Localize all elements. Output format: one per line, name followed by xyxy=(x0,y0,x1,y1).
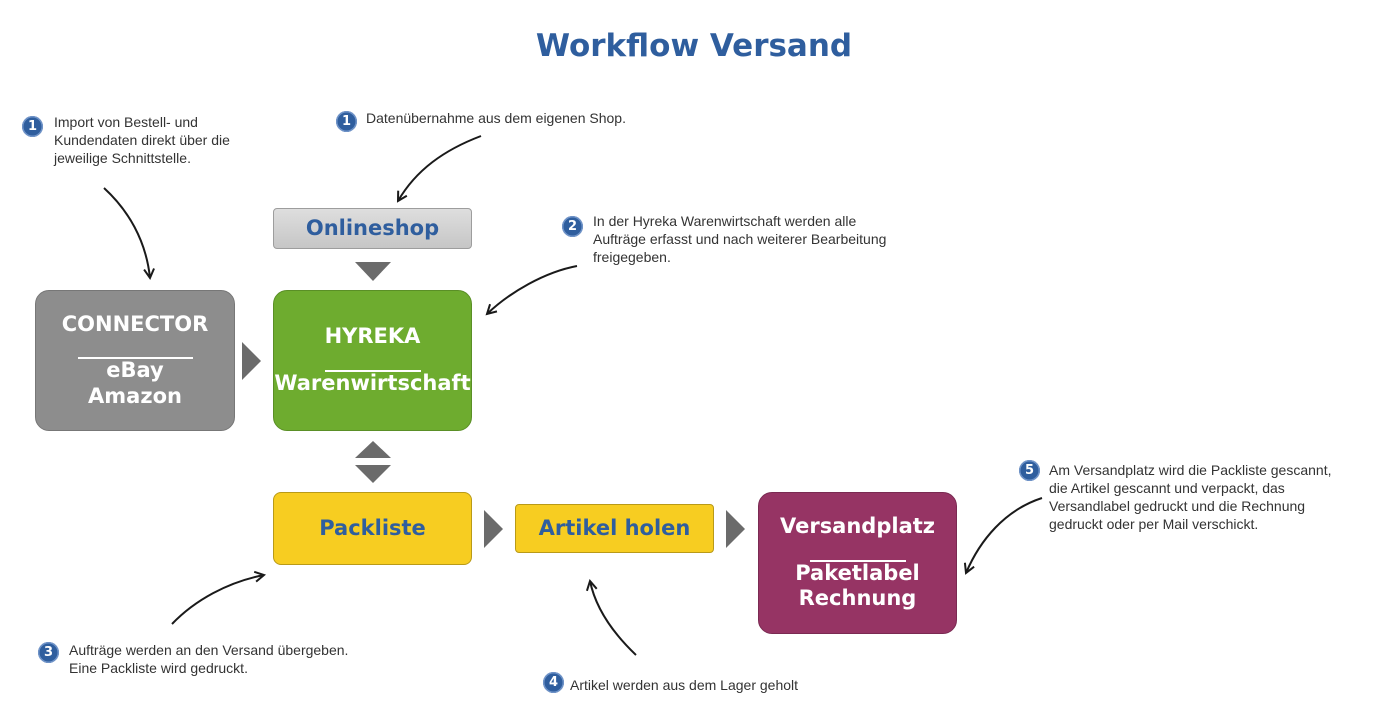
artikel-holen-label: Artikel holen xyxy=(538,515,691,540)
note-versandplatz: Am Versandplatz wird die Packliste gesca… xyxy=(1049,461,1331,533)
connector-separator: ____________ xyxy=(78,335,193,360)
note-import-line2: Kundendaten direkt über die xyxy=(54,132,230,148)
arrow-datenuebernahme-to-onlineshop xyxy=(398,135,482,201)
arrow-note2-to-hyreka xyxy=(487,265,578,314)
note-versandplatz-line3: Versandlabel gedruckt und die Rechnung xyxy=(1049,498,1306,514)
note-lager-line1: Artikel werden aus dem Lager geholt xyxy=(570,677,799,693)
note-import-line3: jeweilige Schnittstelle. xyxy=(54,150,191,166)
versandplatz-paketlabel: Paketlabel xyxy=(795,560,920,585)
arrow-import-to-connector xyxy=(103,187,150,278)
diagram-title: Workflow Versand xyxy=(535,28,853,64)
arrow-note4-to-artikel xyxy=(590,581,637,656)
note-import: Import von Bestell- und Kundendaten dire… xyxy=(54,113,230,167)
packliste-label: Packliste xyxy=(319,515,426,540)
hyreka-separator: __________ xyxy=(325,348,421,372)
step-badge-5: 5 xyxy=(1019,460,1040,481)
arrow-note3-to-packliste xyxy=(171,575,264,625)
onlineshop-box: Onlineshop xyxy=(273,208,472,249)
step-badge-3: 3 xyxy=(38,642,59,663)
hyreka-box: HYREKA __________ Warenwirtschaft xyxy=(273,290,472,431)
triangle-artikel-to-versandplatz xyxy=(726,510,745,548)
note-versand: Aufträge werden an den Versand übergeben… xyxy=(69,641,348,677)
connector-amazon: Amazon xyxy=(88,383,182,408)
step-badge-4: 4 xyxy=(543,672,564,693)
triangle-packliste-to-artikel xyxy=(484,510,503,548)
note-versandplatz-line2: die Artikel gescannt und verpackt, das xyxy=(1049,480,1285,496)
artikel-holen-box: Artikel holen xyxy=(515,504,714,553)
note-versand-line1: Aufträge werden an den Versand übergeben… xyxy=(69,642,349,658)
step-badge-1a: 1 xyxy=(22,116,43,137)
note-hyreka-line2: Aufträge erfasst und nach weiterer Bearb… xyxy=(593,231,887,247)
versandplatz-box: Versandplatz __________ Paketlabel Rechn… xyxy=(758,492,957,634)
step-badge-1b: 1 xyxy=(336,111,357,132)
triangle-hyreka-up xyxy=(355,441,391,458)
packliste-box: Packliste xyxy=(273,492,472,565)
versandplatz-separator: __________ xyxy=(810,537,906,562)
connector-ebay: eBay xyxy=(106,358,164,383)
note-datenuebernahme-line1: Datenübernahme aus dem eigenen Shop. xyxy=(366,110,626,126)
note-versand-line2: Eine Packliste wird gedruckt. xyxy=(69,660,248,676)
hyreka-subtitle: Warenwirtschaft xyxy=(274,371,471,395)
note-hyreka-line1: In der Hyreka Warenwirtschaft werden all… xyxy=(593,213,857,229)
connector-box: CONNECTOR ____________ eBay Amazon xyxy=(35,290,235,431)
triangle-connector-to-hyreka xyxy=(242,342,261,380)
note-import-line1: Import von Bestell- und xyxy=(54,114,198,130)
note-hyreka-line3: freigegeben. xyxy=(593,249,671,265)
note-versandplatz-line4: gedruckt oder per Mail verschickt. xyxy=(1049,516,1259,532)
step-badge-2: 2 xyxy=(562,216,583,237)
note-versandplatz-line1: Am Versandplatz wird die Packliste gesca… xyxy=(1049,462,1332,478)
note-lager: Artikel werden aus dem Lager geholt xyxy=(570,676,798,694)
triangle-packliste-up-down xyxy=(355,465,391,483)
onlineshop-label: Onlineshop xyxy=(305,215,440,240)
versandplatz-rechnung: Rechnung xyxy=(798,586,917,611)
versandplatz-title: Versandplatz xyxy=(779,514,936,539)
connector-title: CONNECTOR xyxy=(61,311,209,336)
arrow-note5-to-versandplatz xyxy=(966,497,1043,573)
triangle-onlineshop-to-hyreka xyxy=(355,262,391,281)
note-datenuebernahme: Datenübernahme aus dem eigenen Shop. xyxy=(366,109,626,127)
note-hyreka: In der Hyreka Warenwirtschaft werden all… xyxy=(593,212,886,266)
hyreka-title: HYREKA xyxy=(324,324,421,349)
